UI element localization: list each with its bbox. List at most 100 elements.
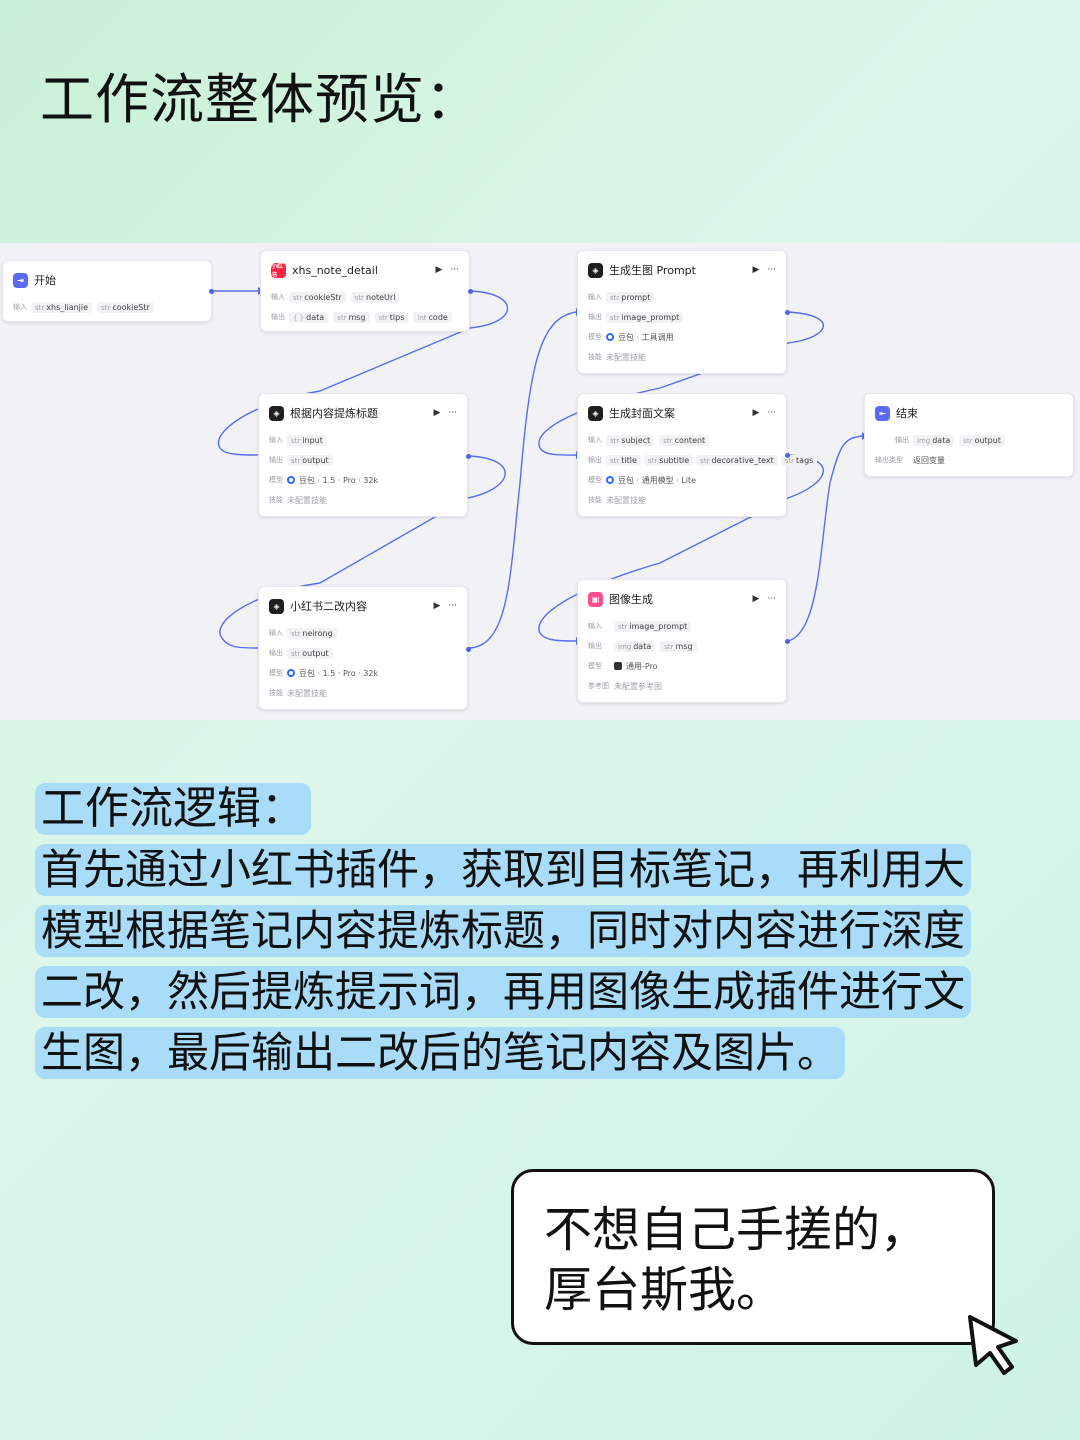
run-icon[interactable]: ▶	[433, 601, 441, 611]
llm-icon: ◈	[269, 405, 284, 421]
node-title: 结束	[896, 407, 918, 420]
doubao-model-icon	[606, 333, 614, 341]
row-label: 输入	[588, 436, 602, 444]
more-icon[interactable]: ···	[767, 408, 776, 418]
run-icon[interactable]: ▶	[752, 265, 760, 275]
xiaohongshu-icon: 小红书	[271, 262, 286, 279]
more-icon[interactable]: ···	[448, 408, 457, 418]
port-dot[interactable]	[785, 453, 790, 458]
node-title: 根据内容提炼标题	[290, 407, 378, 420]
node-title: 图像生成	[609, 593, 653, 606]
logic-section: 工作流逻辑： 首先通过小红书插件，获取到目标笔记，再利用大 模型根据笔记内容提炼…	[35, 783, 1045, 1088]
more-icon[interactable]: ···	[767, 265, 776, 275]
node-title: 生成生图 Prompt	[609, 264, 696, 277]
row-label: 模型	[588, 476, 602, 484]
row-label: 输入	[271, 293, 285, 301]
skill-value: 未配置技能	[287, 495, 327, 505]
wire-image-end	[787, 435, 863, 642]
skill-value: 未配置技能	[287, 688, 327, 698]
llm-icon: ◈	[588, 405, 603, 421]
node-title: xhs_note_detail	[292, 263, 378, 277]
row-label: 技能	[588, 496, 602, 504]
row-label: 模型	[588, 662, 602, 670]
callout-box[interactable]: 不想自己手搓的， 厚台斯我。	[511, 1169, 995, 1345]
row-label: 输出	[895, 436, 909, 444]
more-icon[interactable]: ···	[448, 601, 457, 611]
run-icon[interactable]: ▶	[752, 594, 760, 604]
row-label: 输出	[588, 313, 602, 321]
row-label: 输入	[269, 629, 283, 637]
llm-icon: ◈	[269, 598, 284, 614]
row-label: 技能	[269, 496, 283, 504]
llm-icon: ◈	[588, 262, 603, 278]
model-icon	[614, 662, 622, 670]
logic-line: 模型根据笔记内容提炼标题，同时对内容进行深度	[35, 905, 972, 957]
port-dot[interactable]	[785, 310, 790, 315]
node-title: 小红书二改内容	[290, 600, 367, 613]
row-label: 输入	[588, 293, 602, 301]
more-icon[interactable]: ···	[767, 594, 776, 604]
port-dot[interactable]	[466, 647, 471, 652]
model-name: 豆包 · 工具调用	[618, 332, 674, 342]
port-dot[interactable]	[466, 454, 471, 459]
skill-value: 未配置技能	[606, 495, 646, 505]
cursor-arrow-icon	[968, 1315, 1018, 1375]
logic-line: 二改，然后提炼提示词，再用图像生成插件进行文	[35, 966, 972, 1018]
param-tag: { }data	[289, 311, 329, 323]
callout-line: 不想自己手搓的，	[544, 1202, 929, 1258]
run-icon[interactable]: ▶	[435, 265, 443, 275]
logic-line: 生图，最后输出二改后的笔记内容及图片。	[35, 1027, 846, 1079]
run-icon[interactable]: ▶	[433, 408, 441, 418]
row-label: 输入	[588, 622, 602, 630]
row-label: 技能	[588, 353, 602, 361]
row-label: 输出	[269, 456, 283, 464]
port-dot[interactable]	[209, 289, 214, 294]
port-dot[interactable]	[785, 639, 790, 644]
doubao-model-icon	[287, 476, 295, 484]
more-icon[interactable]: ···	[450, 265, 459, 275]
start-icon: ⇥	[13, 272, 28, 288]
row-label: 参考图	[588, 682, 609, 690]
end-icon: ⇤	[875, 405, 890, 421]
port-dot[interactable]	[468, 289, 473, 294]
row-label: 输入	[13, 303, 27, 311]
doubao-model-icon	[606, 476, 614, 484]
model-name: 通用-Pro	[626, 661, 658, 671]
row-label: 输出	[588, 642, 602, 650]
skill-value: 未配置技能	[606, 352, 646, 362]
row-label: 输出	[269, 649, 283, 657]
row-label: 输入	[269, 436, 283, 444]
node-title: 开始	[34, 274, 56, 287]
doubao-model-icon	[287, 669, 295, 677]
row-label: 模型	[269, 669, 283, 677]
run-icon[interactable]: ▶	[752, 408, 760, 418]
logic-heading: 工作流逻辑：	[35, 783, 311, 835]
